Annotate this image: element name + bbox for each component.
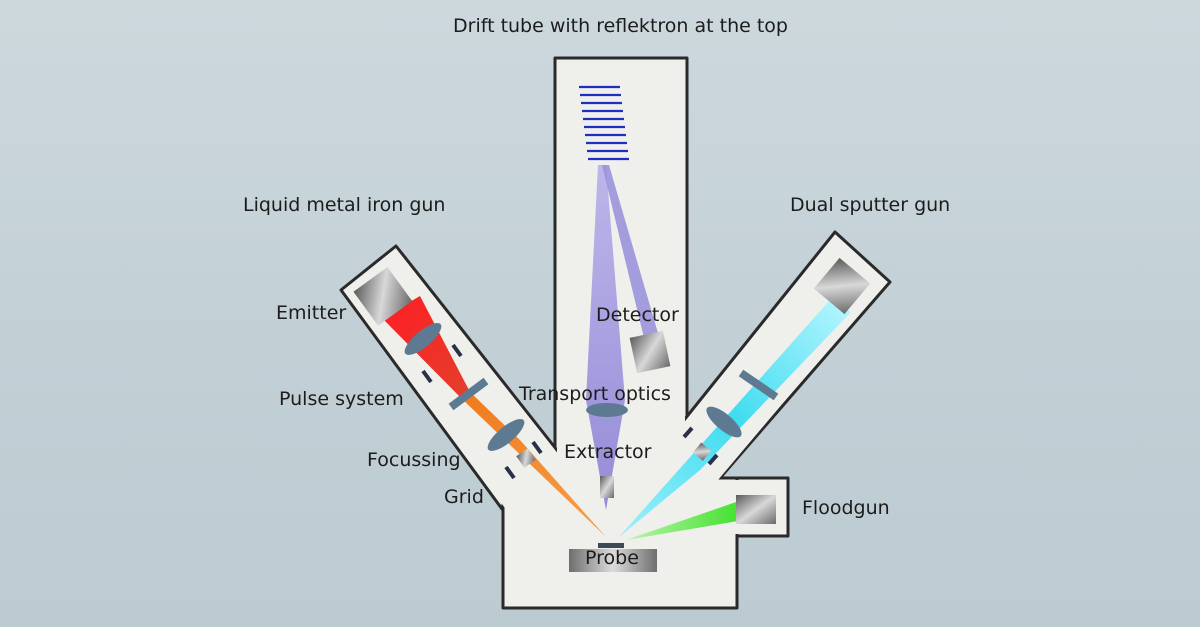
probe-sample [569,549,657,572]
label-emitter: Emitter [276,302,347,324]
label-dual-sputter-gun: Dual sputter gun [790,194,951,216]
lmig-aperture-2a [531,440,543,455]
probe-surface [598,543,624,548]
lmig-aperture-1b [421,369,433,384]
transport-optics-lens [586,403,628,417]
reflectron [579,85,629,161]
sputter-aperture-a [682,426,694,439]
sputter-beam [618,300,851,538]
label-liquid-metal-gun: Liquid metal iron gun [243,194,446,216]
grid-icon [516,448,536,468]
sputter-grid-icon [692,442,712,461]
ion-path-to-detector [602,165,660,346]
secondary-ion-beams [586,165,660,510]
label-grid: Grid [444,486,484,508]
sputter-lens [706,406,742,438]
label-pulse-system: Pulse system [279,388,404,410]
lmig-focussing-lens [487,418,525,452]
lmig-lens-1 [404,322,442,356]
liquid-metal-ion-beam [382,296,606,537]
floodgun-icon [736,495,776,524]
label-extractor: Extractor [564,441,652,463]
detector-icon [629,330,671,374]
ion-path-up [586,165,625,510]
sputter-aperture-b [707,453,719,466]
page-title: Drift tube with reflektron at the top [453,15,788,37]
extractor-icon [600,476,614,498]
label-transport-optics: Transport optics [519,383,671,405]
pulse-system-plate [448,377,489,411]
label-focussing: Focussing [367,449,461,471]
flood-beam [626,500,744,540]
sputter-plate [738,369,779,401]
label-floodgun: Floodgun [802,497,890,519]
sputter-source-icon [813,257,871,315]
emitter-icon [353,267,413,326]
lmig-aperture-2b [504,465,516,480]
lmig-aperture-1a [451,343,463,358]
label-detector: Detector [596,304,679,326]
label-probe: Probe [585,547,639,569]
